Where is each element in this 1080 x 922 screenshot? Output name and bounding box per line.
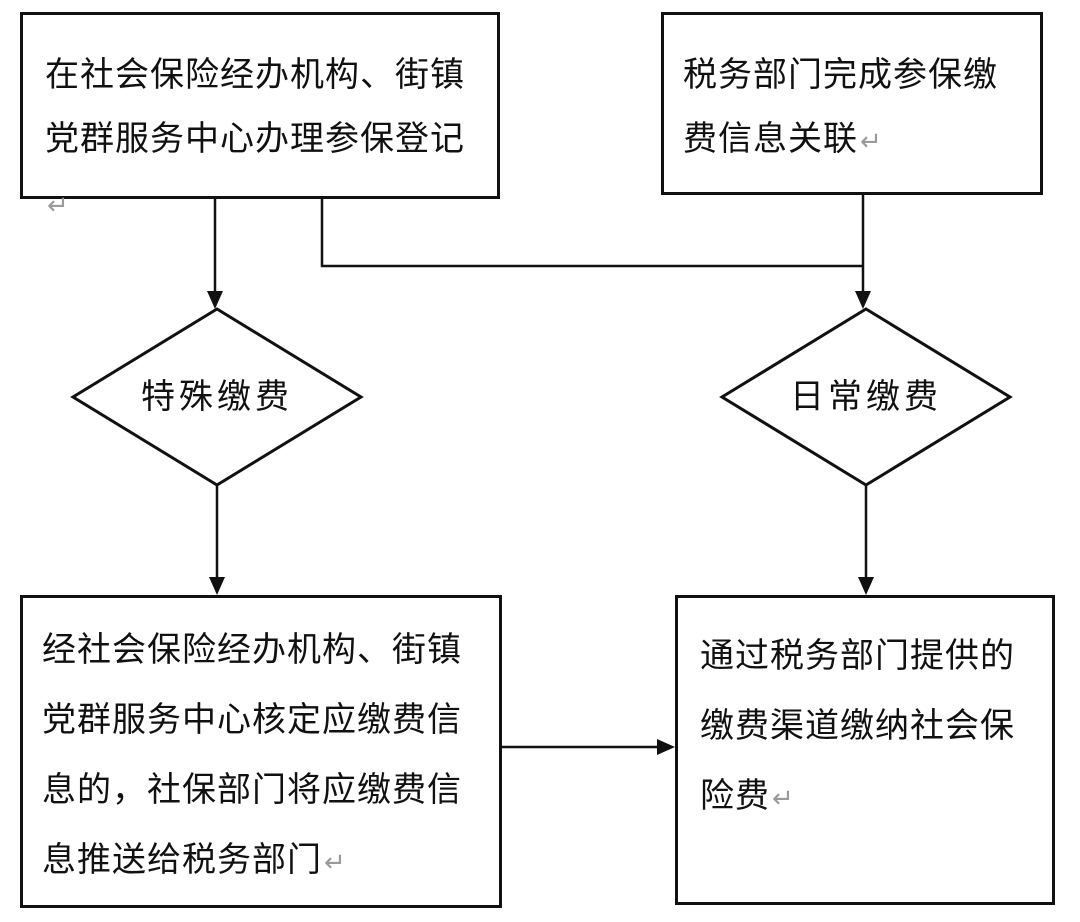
- node-verify-push-text: 经社会保险经办机构、街镇 党群服务中心核定应缴费信 息的，社保部门将应缴费信 息…: [42, 631, 462, 879]
- return-mark-icon: ↵: [772, 783, 794, 813]
- node-tax-link: 税务部门完成参保缴 费信息关联↵: [661, 12, 1043, 195]
- arrowhead-register-to-special: [207, 291, 223, 309]
- elbow-register-to-daily: [320, 199, 863, 268]
- node-tax-link-text: 税务部门完成参保缴 费信息关联: [683, 56, 998, 158]
- node-pay-channel: 通过税务部门提供的 缴费渠道缴纳社会保 险费↵: [675, 595, 1055, 905]
- diamond-label-special-payment: 特殊缴费: [141, 378, 293, 416]
- diamond-daily-payment: [719, 307, 1013, 487]
- node-register: 在社会保险经办机构、街镇 党群服务中心办理参保登记 ↵: [20, 12, 500, 220]
- node-pay-channel-text: 通过税务部门提供的 缴费渠道缴纳社会保 险费: [700, 637, 1015, 815]
- arrowhead-verify-to-paychannel: [657, 739, 675, 755]
- arrowhead-special-to-verify: [209, 577, 225, 595]
- arrowhead-taxlink-to-daily: [855, 291, 871, 309]
- return-mark-icon: ↵: [47, 190, 69, 220]
- node-register-text: 在社会保险经办机构、街镇 党群服务中心办理参保登记: [45, 56, 465, 158]
- arrowhead-daily-to-paychannel: [858, 577, 874, 595]
- diamond-special-payment: [70, 307, 364, 487]
- return-mark-icon: ↵: [324, 847, 346, 877]
- node-verify-push: 经社会保险经办机构、街镇 党群服务中心核定应缴费信 息的，社保部门将应缴费信 息…: [20, 595, 502, 908]
- return-mark-icon: ↵: [860, 126, 882, 156]
- diamond-label-daily-payment: 日常缴费: [790, 378, 942, 416]
